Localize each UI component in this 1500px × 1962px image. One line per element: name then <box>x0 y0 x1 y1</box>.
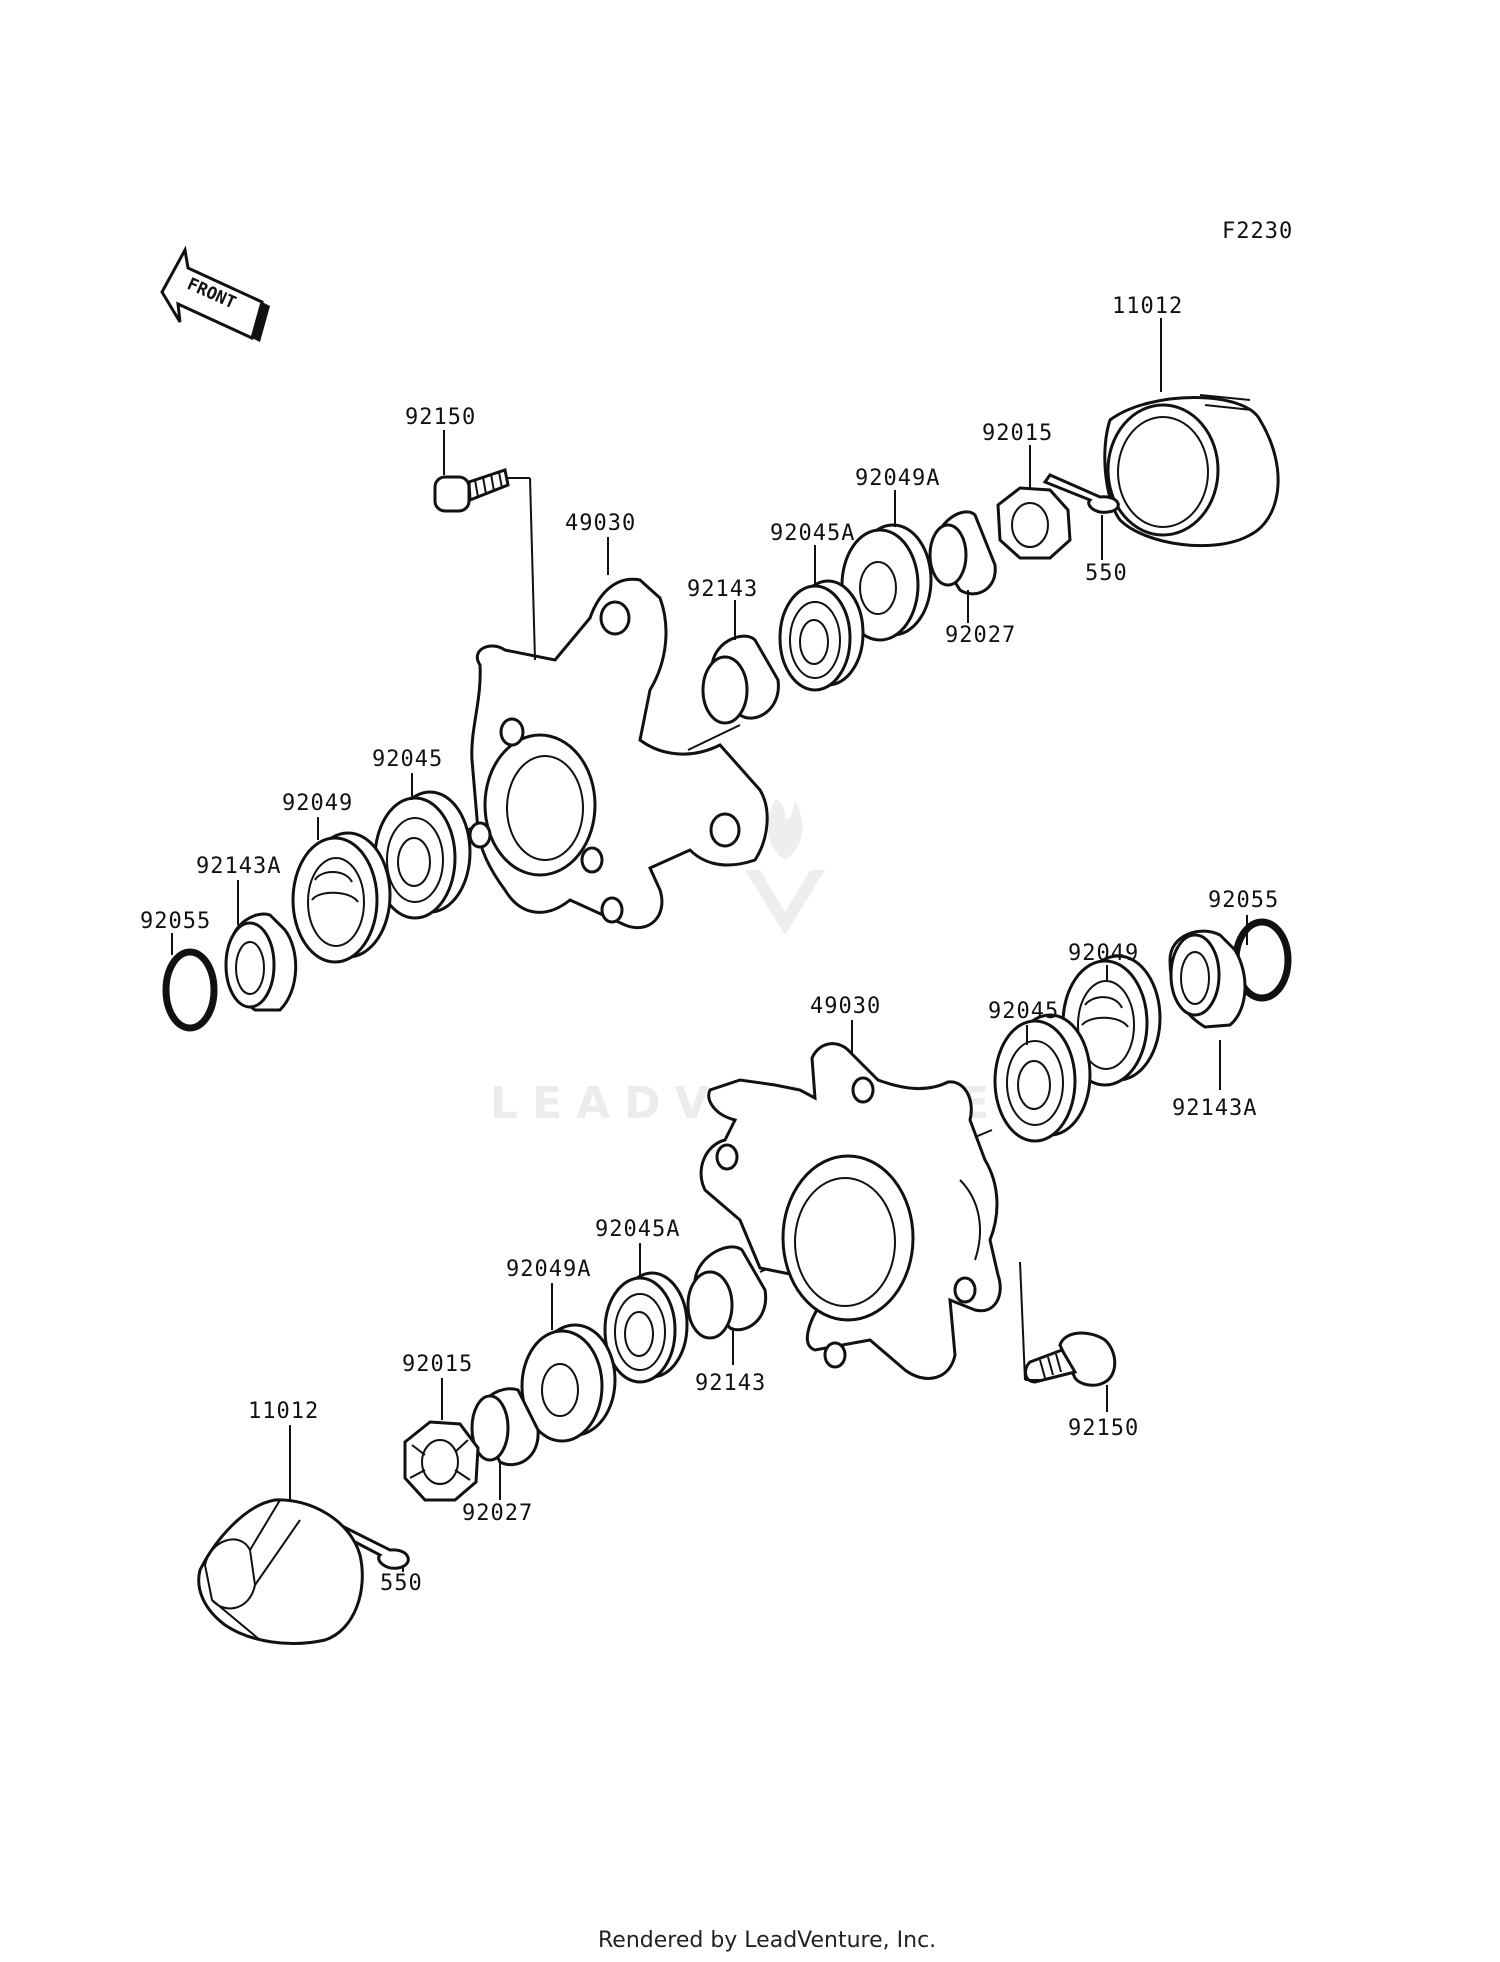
upper-collar-92143[interactable] <box>701 634 780 725</box>
upper-ball-bearing-92045A[interactable] <box>778 579 865 692</box>
label-92045: 92045 <box>372 747 443 772</box>
label-11012: 11012 <box>248 1399 319 1424</box>
upper-o-ring-92055[interactable] <box>162 948 218 1032</box>
upper-collar-92143A[interactable] <box>224 912 298 1012</box>
figure-code: F2230 <box>1222 219 1293 244</box>
label-92049A: 92049A <box>506 1257 591 1282</box>
upper-oil-seal-92049[interactable] <box>291 831 392 964</box>
front-arrow-icon: FRONT <box>160 245 270 342</box>
watermark-flame-icon <box>767 800 803 860</box>
lower-collar-92143[interactable] <box>686 1245 768 1340</box>
upper-castle-nut-92015[interactable] <box>996 486 1072 560</box>
lower-hub-49030[interactable] <box>699 1042 1002 1380</box>
label-92150: 92150 <box>1068 1416 1139 1441</box>
upper-ball-bearing-92045[interactable] <box>373 790 472 920</box>
label-92027: 92027 <box>462 1501 533 1526</box>
label-550: 550 <box>380 1571 423 1596</box>
label-550: 550 <box>1085 561 1128 586</box>
lower-ball-bearing-92045[interactable] <box>993 1013 1092 1143</box>
upper-axis-line <box>687 724 741 751</box>
label-92055: 92055 <box>1208 888 1279 913</box>
label-92143: 92143 <box>687 577 758 602</box>
label-49030: 49030 <box>565 511 636 536</box>
label-92049: 92049 <box>1068 941 1139 966</box>
label-92045A: 92045A <box>595 1217 680 1242</box>
label-92015: 92015 <box>402 1352 473 1377</box>
label-92015: 92015 <box>982 421 1053 446</box>
label-11012: 11012 <box>1112 294 1183 319</box>
upper-oil-seal-92049A[interactable] <box>840 523 933 642</box>
label-92055: 92055 <box>140 909 211 934</box>
footer-credit: Rendered by LeadVenture, Inc. <box>598 1928 936 1953</box>
label-92143A: 92143A <box>196 854 281 879</box>
lower-assembly: 92055 92049 49030 92045 92143A 92045A 92… <box>197 888 1292 1645</box>
label-92045A: 92045A <box>770 521 855 546</box>
upper-hub-cap-11012[interactable] <box>1103 394 1280 548</box>
lower-hub-cap-11012[interactable] <box>197 1498 364 1645</box>
upper-collar-92027[interactable] <box>928 510 997 596</box>
upper-assembly: 11012 92150 92015 92049A 49030 92045A 55… <box>140 294 1280 1032</box>
label-92049A: 92049A <box>855 466 940 491</box>
label-92045: 92045 <box>988 999 1059 1024</box>
lower-wheel-stud-92150[interactable] <box>1019 1261 1117 1387</box>
lower-cotter-pin-550[interactable] <box>333 1523 410 1570</box>
label-92143: 92143 <box>695 1371 766 1396</box>
lower-oil-seal-92049A[interactable] <box>520 1323 617 1443</box>
upper-wheel-stud-92150[interactable] <box>433 468 536 661</box>
label-92150: 92150 <box>405 405 476 430</box>
label-92049: 92049 <box>282 791 353 816</box>
lower-ball-bearing-92045A[interactable] <box>603 1271 689 1384</box>
label-92143A: 92143A <box>1172 1096 1257 1121</box>
label-49030: 49030 <box>810 994 881 1019</box>
lower-castle-nut-92015[interactable] <box>403 1420 480 1502</box>
upper-hub-49030[interactable] <box>468 577 769 929</box>
label-92027: 92027 <box>945 623 1016 648</box>
lower-collar-92027[interactable] <box>470 1387 540 1467</box>
upper-cotter-pin-550[interactable] <box>1042 473 1120 514</box>
watermark-logo-icon <box>745 870 825 935</box>
lower-collar-92143A[interactable] <box>1168 929 1247 1029</box>
